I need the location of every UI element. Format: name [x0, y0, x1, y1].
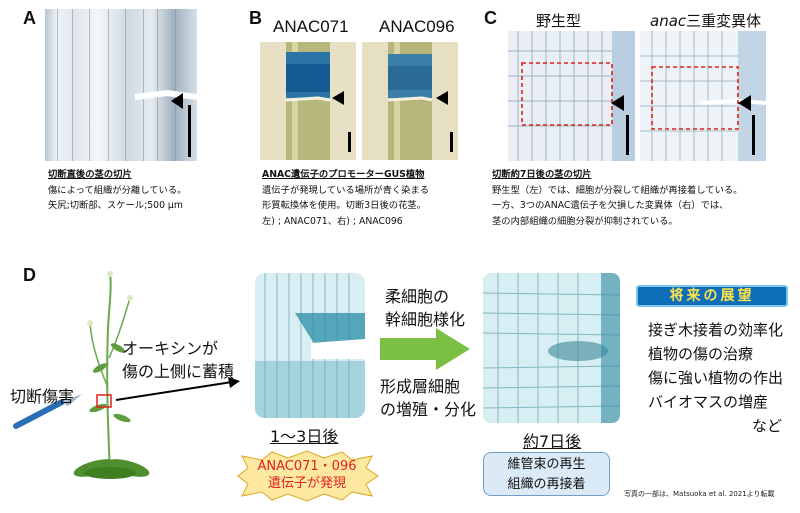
- panel-label-b: B: [249, 8, 262, 28]
- regeneration-line1: 維管束の再生: [507, 457, 586, 472]
- section-image-mutant: [640, 31, 766, 161]
- gene-expression-line2: 遺伝子が発現: [267, 476, 346, 491]
- prospect-item-2: 植物の傷の治療: [648, 345, 754, 363]
- column-title-wild-type: 野生型: [536, 12, 582, 30]
- credit-note: 写真の一部は、Matsuoka et al. 2021より転載: [624, 490, 775, 498]
- gene-expression-text: ANAC071・096 遺伝子が発現: [232, 458, 382, 492]
- prospect-etc: など: [752, 417, 783, 435]
- caption-a-title: 切断直後の茎の切片: [48, 169, 132, 180]
- column-title-mutant: anac三重変異体: [650, 10, 761, 31]
- panel-label-a: A: [23, 8, 36, 28]
- caption-b-line2: 形質転換体を使用。切断3日後の花茎。: [262, 200, 426, 211]
- prospect-item-1: 接ぎ木接着の効率化: [648, 321, 784, 339]
- caption-c-line3: 茎の内部組織の細胞分裂が抑制されている。: [492, 215, 678, 227]
- prospect-list: 接ぎ木接着の効率化 植物の傷の治療 傷に強い植物の作出 バイオマスの増産: [648, 318, 783, 414]
- prospect-item-4: バイオマスの増産: [648, 393, 769, 411]
- parenchyma-label: 柔細胞の 幹細胞様化: [385, 285, 465, 331]
- cut-injury-label: 切断傷害: [10, 387, 75, 406]
- auxin-label: オーキシンが 傷の上側に蓄積: [122, 337, 234, 383]
- gus-image-anac096: [362, 42, 458, 160]
- mutant-gene-name: anac: [650, 12, 687, 30]
- panel-label-d: D: [23, 265, 36, 285]
- auxin-line1: オーキシンが: [122, 339, 219, 358]
- auxin-line2: 傷の上側に蓄積: [122, 362, 235, 381]
- caption-b: ANAC遺伝子のプロモーターGUS植物 遺伝子が発現している場所が青く染まる 形…: [262, 167, 429, 229]
- panel-label-c: C: [484, 8, 497, 28]
- mutant-suffix: 三重変異体: [686, 12, 762, 30]
- day7-label: 約7日後: [523, 432, 582, 451]
- section-image-wild-type: [508, 31, 635, 161]
- column-title-anac071: ANAC071: [273, 17, 349, 36]
- caption-a-line1: 傷によって組織が分離している。: [48, 184, 187, 196]
- cambium-line1: 形成層細胞: [380, 377, 461, 396]
- caption-c-line1: 野生型（左）では、細胞が分裂して組織が再接着している。: [492, 184, 743, 196]
- caption-b-line1: 遺伝子が発現している場所が青く染まる: [262, 184, 430, 196]
- caption-b-title: ANAC遺伝子のプロモーターGUS植物: [262, 169, 425, 180]
- prospect-title: 将来の展望: [669, 288, 755, 304]
- gene-expression-line1: ANAC071・096: [257, 459, 357, 474]
- gus-image-anac071: [260, 42, 356, 160]
- caption-c-title: 切断約7日後の茎の切片: [492, 169, 592, 180]
- cambium-label: 形成層細胞 の増殖・分化: [380, 375, 476, 421]
- stem-model-day7: [483, 273, 620, 423]
- parenchyma-line2: 幹細胞様化: [385, 310, 466, 329]
- caption-c-line2: 一方、3つのANAC遺伝子を欠損した変異体（右）では、: [492, 200, 729, 211]
- parenchyma-line1: 柔細胞の: [385, 287, 450, 306]
- regeneration-line2: 組織の再接着: [507, 477, 586, 492]
- process-arrow-icon: [380, 328, 470, 370]
- caption-a-line2: 矢尻;切断部、スケール;500 μm: [48, 200, 183, 211]
- scalpel-icon: [13, 394, 82, 429]
- regeneration-box: 維管束の再生 組織の再接着: [483, 452, 610, 496]
- plant-illustration: [73, 271, 150, 479]
- column-title-anac096: ANAC096: [379, 17, 455, 36]
- stem-model-day1-3: [255, 273, 365, 418]
- caption-c: 切断約7日後の茎の切片 野生型（左）では、細胞が分裂して組織が再接着している。 …: [492, 167, 742, 229]
- prospect-item-3: 傷に強い植物の作出: [648, 369, 784, 387]
- caption-a: 切断直後の茎の切片 傷によって組織が分離している。 矢尻;切断部、スケール;50…: [48, 167, 186, 214]
- caption-b-line3: 左) ; ANAC071、右) ; ANAC096: [262, 215, 403, 227]
- gene-expression-badge: [237, 450, 379, 502]
- cambium-line2: の増殖・分化: [380, 400, 477, 419]
- stem-section-image-a: [45, 9, 197, 161]
- prospect-banner: 将来の展望: [636, 285, 788, 307]
- auxin-arrow-icon: [115, 377, 240, 401]
- day1-3-label: 1〜3日後: [270, 427, 339, 446]
